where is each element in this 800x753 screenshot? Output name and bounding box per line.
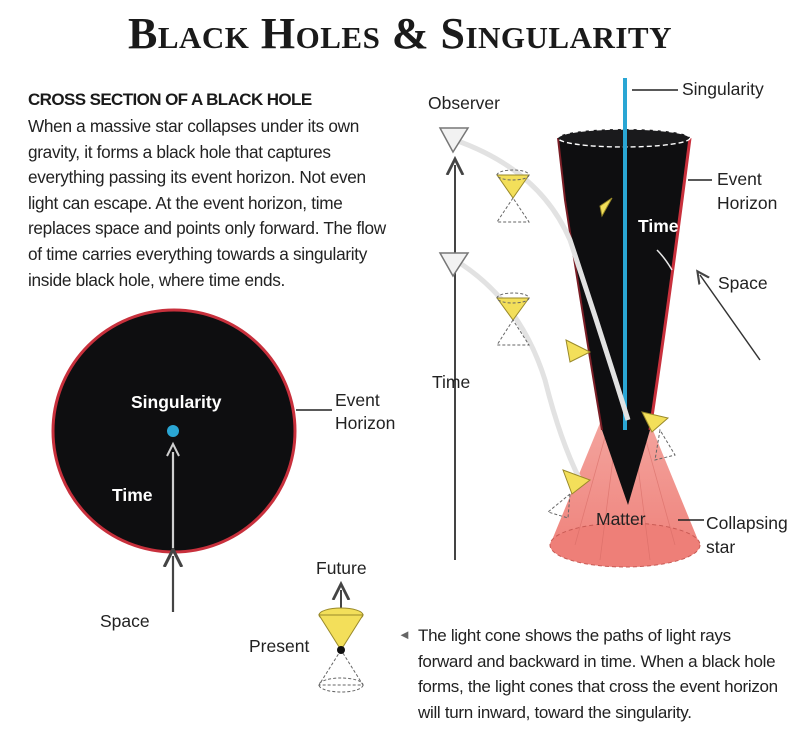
present-label: Present: [249, 636, 310, 656]
singularity-dot: [167, 425, 179, 437]
collapse-diagram: [438, 78, 761, 568]
caption-marker: ◄: [398, 627, 411, 642]
black-hole-cross-section: [51, 308, 332, 612]
event-horizon-label-left-1: Event: [335, 390, 380, 410]
space-label-right: Space: [718, 273, 768, 293]
observer-label: Observer: [428, 93, 500, 113]
page-title: Black Holes & Singularity: [128, 9, 672, 58]
time-label-inside: Time: [638, 216, 679, 236]
light-cone-caption: The light cone shows the paths of light …: [418, 626, 778, 722]
matter-label: Matter: [596, 509, 646, 529]
event-horizon-label-right-2: Horizon: [717, 193, 778, 213]
event-horizon-label-left-2: Horizon: [335, 413, 396, 433]
space-label-left: Space: [100, 611, 150, 631]
event-horizon-label-right-1: Event: [717, 169, 762, 189]
light-cone-legend: [318, 590, 364, 693]
time-label-left: Time: [112, 485, 153, 505]
collapsing-star-label-1: Collapsing: [706, 513, 788, 533]
section-heading: CROSS SECTION OF A BLACK HOLE: [28, 90, 312, 109]
singularity-label-left: Singularity: [131, 392, 222, 412]
time-axis-label: Time: [432, 372, 471, 392]
intro-paragraph: When a massive star collapses under its …: [28, 116, 386, 290]
future-label: Future: [316, 558, 367, 578]
singularity-label-right: Singularity: [682, 79, 764, 99]
collapsing-star-label-2: star: [706, 537, 736, 557]
